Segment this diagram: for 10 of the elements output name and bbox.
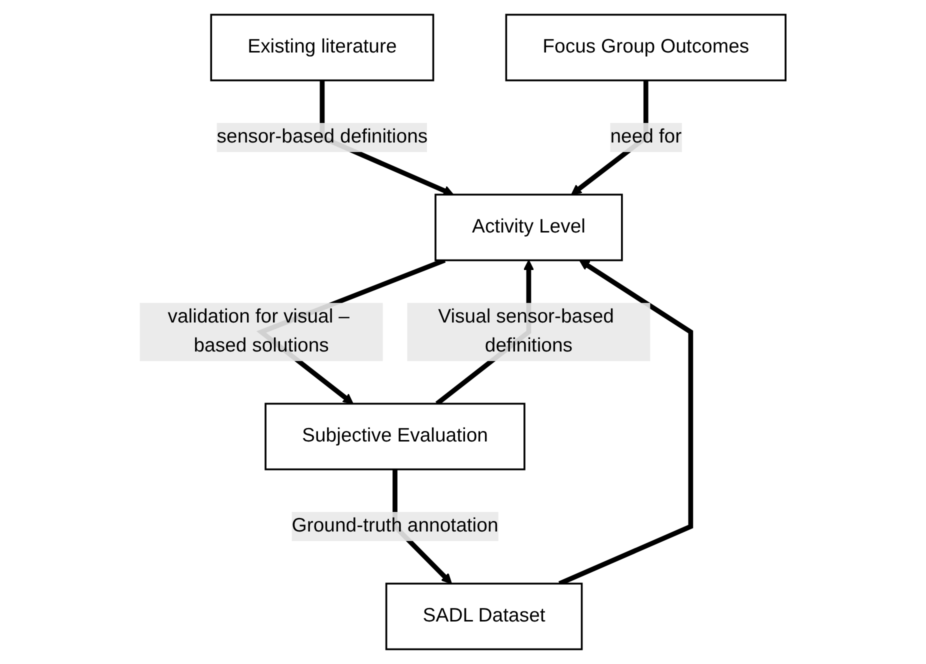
node-box: Subjective Evaluation — [264, 402, 526, 470]
node-box: Focus Group Outcomes — [506, 14, 787, 82]
edge-label: need for — [610, 126, 682, 148]
edge-label: Ground-truth annotation — [292, 516, 499, 536]
node-box: Existing literature — [210, 14, 434, 82]
edge-label: validation for visual – based solutions — [168, 306, 350, 356]
edge-label: sensor-based definitions — [217, 126, 428, 148]
node-box: SADL Dataset — [386, 582, 584, 650]
node-box: Activity Level — [434, 194, 624, 262]
edge-label: Visual sensor-based definitions — [438, 306, 614, 356]
